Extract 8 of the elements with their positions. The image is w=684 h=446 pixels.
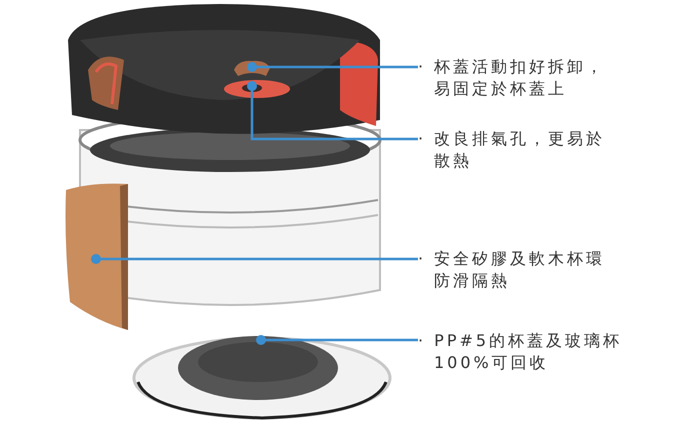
callout-text: · PP#5的杯蓋及玻璃杯100%可回收 xyxy=(418,330,634,374)
leader-line xyxy=(247,62,418,72)
leader-line xyxy=(247,81,418,140)
callout-text: · 改良排氣孔，更易於散熱 xyxy=(418,128,621,172)
callout-text: · 安全矽膠及軟木杯環防滑隔熱 xyxy=(418,248,621,292)
leader-line xyxy=(256,335,418,345)
callout-text: · 杯蓋活動扣好拆卸，易固定於杯蓋上 xyxy=(418,56,621,100)
leader-line xyxy=(91,254,418,264)
